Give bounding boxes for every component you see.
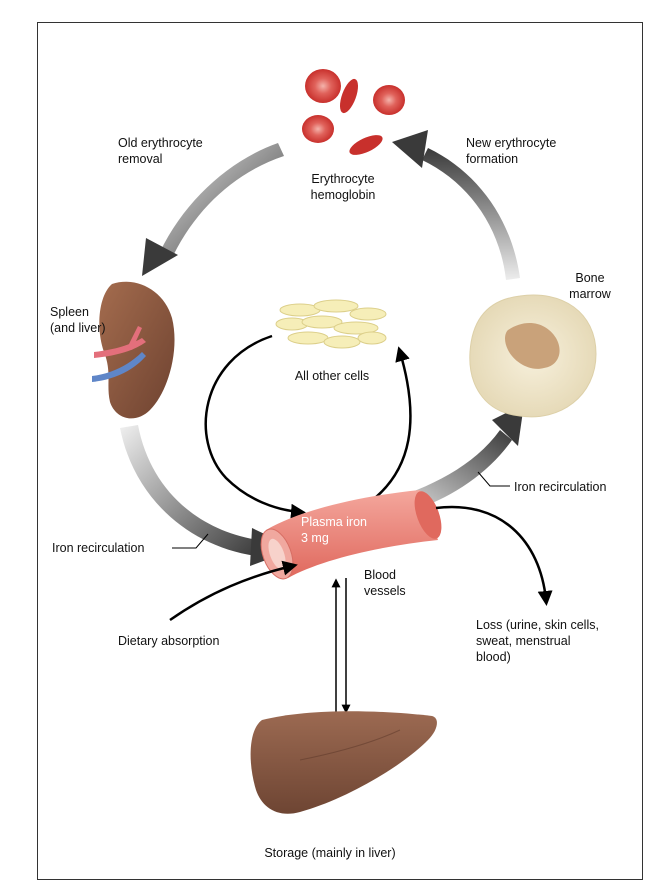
rbc-cell (339, 78, 359, 114)
other-cells-cluster (275, 299, 387, 349)
erythrocyte-label: Erythrocyte hemoglobin (310, 172, 376, 202)
new-formation-label: New erythrocyte formation (466, 136, 557, 166)
bone-marrow-label: Bone marrow (569, 271, 611, 301)
rbc-cell (373, 85, 405, 115)
old-removal-label: Old erythrocyte removal (118, 136, 203, 166)
dietary-label: Dietary absorption (118, 634, 220, 648)
new-formation-arrowhead (392, 130, 428, 168)
other-cells-label: All other cells (294, 369, 370, 383)
spleen-label: Spleen (and liver) (50, 305, 106, 335)
erythrocyte-cluster (302, 69, 405, 155)
spleen-to-plasma-arrow (120, 425, 258, 556)
cells-to-plasma-arrow (204, 334, 306, 519)
dietary-arrow (169, 560, 298, 622)
rbc-cell (302, 115, 334, 143)
old-removal-arrow (160, 143, 284, 258)
bone-marrow-organ (469, 294, 597, 418)
spleen-organ (92, 281, 175, 419)
leader-right (477, 471, 510, 487)
leader-left (172, 533, 209, 549)
rbc-cell (305, 69, 341, 103)
blood-vessel (260, 490, 442, 580)
liver-organ (250, 711, 437, 814)
loss-label: Loss (urine, skin cells, sweat, menstrua… (476, 618, 599, 664)
rbc-cell (349, 135, 383, 155)
iron-recirc-left-label: Iron recirculation (52, 541, 145, 555)
storage-label: Storage (mainly in liver) (264, 846, 396, 860)
blood-vessels-label: Blood vessels (364, 568, 406, 598)
loss-arrow (435, 505, 553, 606)
new-formation-arrow (422, 148, 520, 280)
iron-recirc-right-label: Iron recirculation (514, 480, 607, 494)
old-removal-arrowhead (142, 238, 178, 276)
plasma-to-cells-arrow (369, 346, 412, 503)
plasma-iron-label: Plasma iron 3 mg (301, 515, 367, 545)
